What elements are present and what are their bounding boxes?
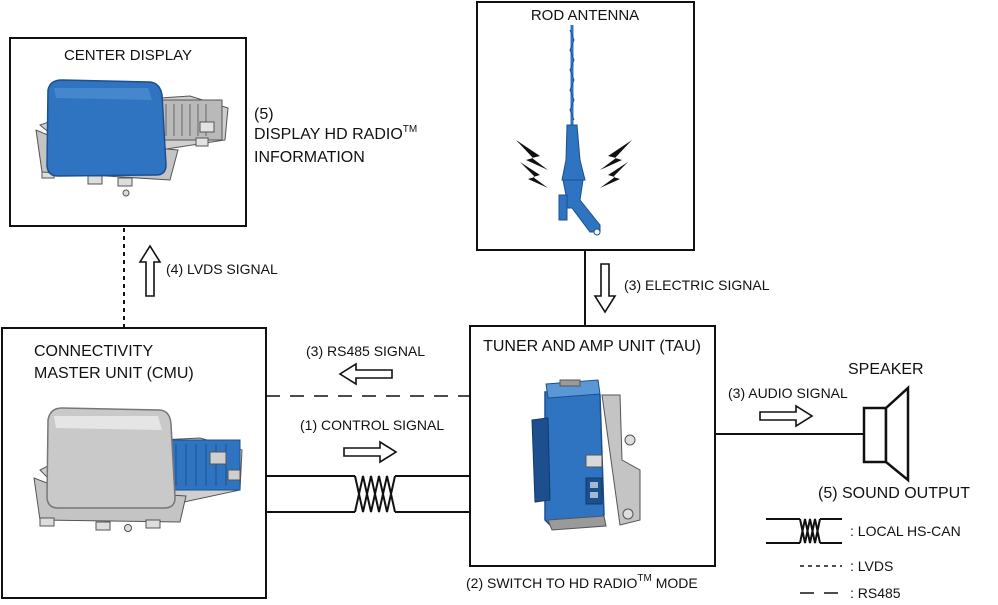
cmu-illustration: [33, 407, 243, 532]
hs-can-line: [266, 475, 470, 513]
legend: : LOCAL HS-CAN : LVDS : RS485: [766, 518, 961, 601]
rod-antenna-title: ROD ANTENNA: [531, 7, 639, 24]
cmu-title-line1: CONNECTIVITY: [34, 343, 153, 360]
audio-signal-label: (3) AUDIO SIGNAL: [728, 385, 848, 401]
control-signal-label: (1) CONTROL SIGNAL: [300, 417, 444, 433]
tau-title: TUNER AND AMP UNIT (TAU): [483, 338, 701, 355]
legend-hs-can-symbol: [766, 518, 842, 544]
lvds-signal-label: (4) LVDS SIGNAL: [166, 261, 278, 277]
center-display-block: CENTER DISPLAY: [9, 37, 247, 227]
sound-output-label: (5) SOUND OUTPUT: [818, 485, 970, 502]
lvds-arrow-icon: [138, 244, 162, 297]
display-info-line2: INFORMATION: [254, 149, 365, 166]
rod-antenna-block: ROD ANTENNA: [476, 1, 695, 251]
rs485-arrow-icon: [338, 362, 393, 386]
tau-block: TUNER AND AMP UNIT (TAU): [469, 325, 716, 567]
audio-arrow-icon: [759, 404, 814, 428]
center-display-illustration: [35, 79, 229, 197]
legend-lvds-label: : LVDS: [850, 558, 893, 574]
rod-antenna-illustration: [558, 25, 601, 236]
display-info-line1: DISPLAY HD RADIOTM: [254, 124, 417, 143]
radio-wave-right-icon: [600, 140, 632, 188]
cmu-block: CONNECTIVITY MASTER UNIT (CMU): [1, 327, 267, 599]
radio-wave-left-icon: [516, 140, 548, 188]
control-arrow-icon: [343, 440, 398, 464]
switch-mode-label: (2) SWITCH TO HD RADIOTM MODE: [466, 573, 698, 591]
tau-illustration: [531, 379, 641, 531]
speaker-block: SPEAKER: [848, 361, 924, 483]
rs485-signal-label: (3) RS485 SIGNAL: [306, 343, 425, 359]
electric-signal-label: (3) ELECTRIC SIGNAL: [624, 277, 770, 293]
display-info-number: (5): [254, 106, 274, 123]
legend-rs485-label: : RS485: [850, 585, 901, 601]
electric-arrow-icon: [593, 263, 617, 314]
center-display-title: CENTER DISPLAY: [64, 47, 192, 64]
cmu-title-line2: MASTER UNIT (CMU): [34, 365, 194, 382]
speaker-icon: [862, 385, 910, 483]
legend-hs-can-label: : LOCAL HS-CAN: [850, 523, 961, 539]
speaker-title: SPEAKER: [848, 361, 924, 378]
